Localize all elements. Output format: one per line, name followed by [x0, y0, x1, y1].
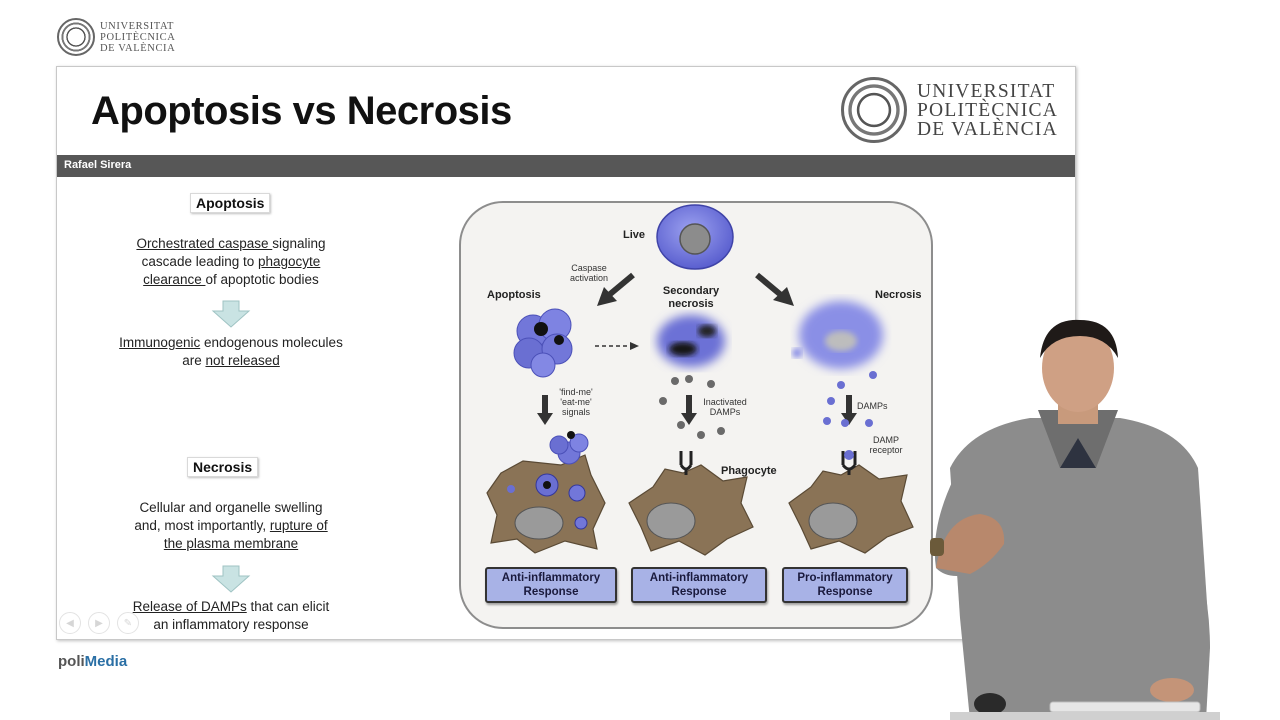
slide-university-line1: UNIVERSITAT — [917, 80, 1056, 102]
live-cell — [656, 204, 734, 270]
phagocyte-label: Phagocyte — [721, 465, 777, 477]
down-arrow-icon — [211, 300, 251, 328]
caspase-activation-label: Caspase activation — [559, 263, 619, 283]
secondary-necrosis-cell — [657, 315, 725, 367]
slide-university-logo: UNIVERSITAT POLITÈCNICA DE VALÈNCIA — [841, 77, 1058, 143]
response-line1: Pro-inflammatory — [797, 572, 893, 584]
university-name-line3: DE VALÈNCIA — [100, 42, 176, 54]
response-line2: Response — [671, 586, 727, 598]
phagocyte-apoptotic — [486, 431, 606, 554]
author-bar: Rafael Sirera — [57, 155, 1075, 177]
necrosis-arrow — [755, 272, 794, 306]
signals-arrow — [537, 395, 553, 425]
not-released-link: not released — [205, 353, 280, 368]
apoptosis-label: Apoptosis — [487, 289, 541, 301]
live-label: Live — [623, 229, 646, 241]
receptor-line1: DAMP — [872, 435, 899, 445]
secondary-line2: necrosis — [668, 298, 714, 310]
apoptosis-heading: Apoptosis — [190, 193, 271, 213]
slide-university-line3: DE VALÈNCIA — [917, 118, 1058, 140]
response-line1: Anti-inflammatory — [501, 572, 601, 584]
apoptosis-description: Orchestrated caspase signaling cascade l… — [81, 235, 381, 289]
next-slide-icon[interactable]: ▶ — [88, 612, 110, 634]
response-line2: Response — [817, 586, 873, 598]
prev-slide-icon[interactable]: ◀ — [59, 612, 81, 634]
orchestrated-caspase-link: Orchestrated caspase — [136, 236, 273, 251]
signals-line3: signals — [561, 407, 590, 417]
secondary-necrosis-arrow — [595, 342, 639, 350]
secondary-necrosis-label: Secondary necrosis — [651, 285, 731, 311]
presenter — [930, 319, 1220, 720]
university-name: UNIVERSITAT POLITÈCNICA DE VALÈNCIA — [100, 21, 175, 54]
necrosis-description: Cellular and organelle swelling and, mos… — [81, 499, 381, 553]
signals-label: 'find-me' 'eat-me' signals — [551, 387, 601, 417]
text-segment: Cellular and organelle swelling — [139, 500, 323, 515]
damps-link: Release of DAMPs — [132, 599, 247, 614]
response-line2: Response — [523, 586, 579, 598]
text-segment: and, most importantly, — [134, 518, 270, 533]
pen-icon[interactable]: ✎ — [117, 612, 139, 634]
phagocyte-secondary — [628, 451, 754, 556]
response-box-apoptosis: Anti-inflammatory Response — [485, 567, 617, 603]
caspase-activation-arrow — [597, 272, 635, 306]
polimedia-logo-part1: poli — [58, 653, 85, 670]
signals-line2: 'eat-me' — [560, 397, 592, 407]
text-segment: that can elicit — [246, 599, 330, 614]
damps-dots — [823, 371, 877, 427]
text-segment: cascade leading to — [141, 254, 259, 269]
text-segment: signaling — [272, 236, 326, 251]
university-name-line2: POLITÈCNICA — [100, 31, 176, 43]
clearance-link: clearance — [143, 272, 206, 287]
university-name-line1: UNIVERSITAT — [100, 20, 175, 32]
rupture-link: rupture of — [269, 518, 328, 533]
inactivated-line2: DAMPs — [709, 407, 741, 417]
text-segment: endogenous molecules — [200, 335, 343, 350]
slide-title: Apoptosis vs Necrosis — [91, 89, 512, 133]
apoptotic-cell — [513, 308, 573, 378]
text-segment: of apoptotic bodies — [205, 272, 319, 287]
slide: Apoptosis vs Necrosis UNIVERSITAT POLITÈ… — [56, 66, 1076, 640]
slide-university-line2: POLITÈCNICA — [917, 99, 1059, 121]
polimedia-logo: poliMedia — [58, 653, 127, 670]
author-name: Rafael Sirera — [64, 159, 132, 171]
immunogenic-link: Immunogenic — [119, 335, 201, 350]
university-seal-icon — [841, 77, 907, 143]
damp-receptor-label: DAMP receptor — [861, 435, 911, 455]
inactivated-damps-label: Inactivated DAMPs — [695, 397, 755, 417]
down-arrow-icon — [211, 565, 251, 593]
inactivated-damps-arrow — [681, 395, 697, 425]
necrotic-cell — [792, 301, 883, 369]
text-segment: are — [182, 353, 206, 368]
response-box-secondary: Anti-inflammatory Response — [631, 567, 767, 603]
signals-line1: 'find-me' — [559, 387, 593, 397]
caspase-line1: Caspase — [571, 263, 607, 273]
phagocyte-necrotic — [788, 450, 914, 554]
phagocyte-link: phagocyte — [258, 254, 321, 269]
damps-arrow — [841, 395, 857, 425]
text-segment: an inflammatory response — [153, 617, 309, 632]
receptor-line2: receptor — [869, 445, 903, 455]
response-line1: Anti-inflammatory — [649, 572, 749, 584]
secondary-line1: Secondary — [662, 285, 720, 297]
necrosis-label: Necrosis — [875, 289, 922, 301]
damps-label: DAMPs — [857, 401, 888, 411]
inactivated-line1: Inactivated — [703, 397, 747, 407]
plasma-membrane-link: the plasma membrane — [163, 536, 299, 551]
necrosis-damps-note: Release of DAMPs that can elicit an infl… — [81, 598, 381, 634]
apoptosis-molecules-note: Immunogenic endogenous molecules are not… — [81, 334, 381, 370]
necrosis-heading: Necrosis — [187, 457, 259, 477]
response-box-necrosis: Pro-inflammatory Response — [782, 567, 908, 603]
figure-drawing — [486, 204, 914, 556]
polimedia-logo-part2: Media — [84, 653, 128, 670]
inactivated-damps-dots — [659, 375, 725, 439]
caspase-line2: activation — [569, 273, 609, 283]
slide-nav-controls: ◀ ▶ ✎ — [59, 612, 139, 634]
slide-university-name: UNIVERSITAT POLITÈCNICA DE VALÈNCIA — [917, 80, 1059, 140]
university-seal-icon — [57, 18, 95, 56]
header-university-logo: UNIVERSITAT POLITÈCNICA DE VALÈNCIA — [57, 18, 175, 56]
apoptosis-necrosis-figure: Live Caspase activation Apoptosis Second… — [459, 201, 933, 629]
